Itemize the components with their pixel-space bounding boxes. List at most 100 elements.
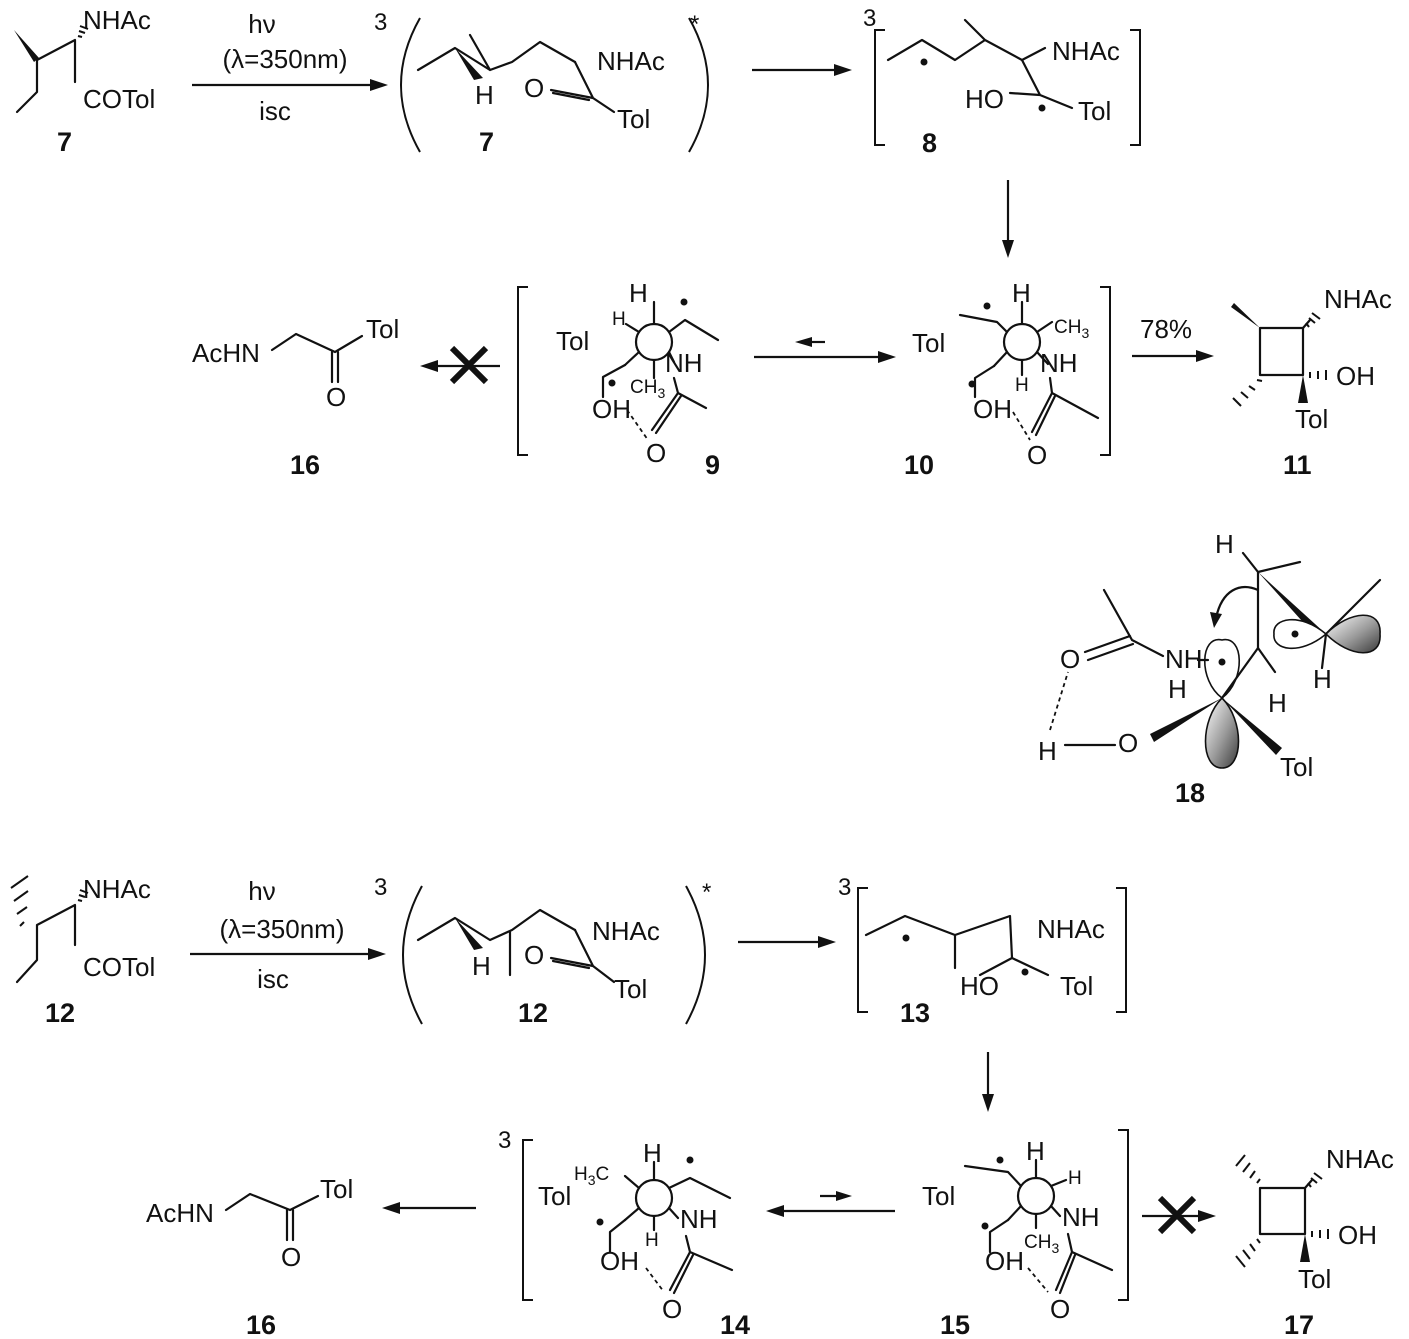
h-label: H: [643, 1138, 662, 1168]
excited-star: *: [702, 879, 711, 906]
h-label: H: [1068, 1168, 1082, 1189]
oh-label: OH: [1336, 361, 1375, 391]
isc-label: isc: [257, 964, 289, 994]
reaction-arrow-5: [738, 936, 836, 948]
compound-12-excited: 3 H NHAc O Tol * 12: [374, 874, 711, 1028]
tol-label: Tol: [1078, 96, 1111, 126]
o-label: O: [281, 1242, 301, 1272]
compound-number-12: 12: [518, 998, 548, 1028]
tol-label: Tol: [1060, 971, 1093, 1001]
compound-number-12: 12: [45, 998, 75, 1028]
ch3-label: CH3: [630, 377, 665, 401]
compound-number-13: 13: [900, 998, 930, 1028]
nhac-label: NHAc: [83, 874, 151, 904]
tol-label: Tol: [1280, 752, 1313, 782]
compound-16-top: AcHN Tol O 16: [192, 314, 399, 480]
equilibrium-arrow-9-10: [754, 337, 896, 363]
nh-label: NH: [1062, 1202, 1100, 1232]
cotol-label: COTol: [83, 952, 155, 982]
h-label: H: [1026, 1136, 1045, 1166]
triplet-label: 3: [374, 874, 387, 901]
o-label: O: [662, 1294, 682, 1324]
compound-number-15: 15: [940, 1310, 970, 1339]
reaction-arrow-3: [1002, 180, 1014, 258]
triplet-label: 3: [374, 9, 387, 36]
compound-9-newman: H H Tol NH CH3 OH O 9: [517, 278, 720, 480]
h-label: H: [475, 80, 494, 110]
compound-10-newman: H CH3 Tol NH H OH O 10: [904, 278, 1111, 480]
achn-label: AcHN: [192, 338, 260, 368]
compound-number-18: 18: [1175, 778, 1205, 808]
compound-16-bottom: AcHN Tol O 16: [146, 1174, 353, 1339]
compound-7-excited: 3 H NHAc O Tol * 7: [374, 9, 709, 157]
compound-number-7: 7: [479, 127, 494, 157]
o-label: O: [1027, 440, 1047, 470]
nh-label: NH: [665, 348, 703, 378]
oh-label: OH: [592, 394, 631, 424]
hv-label: hν: [248, 876, 275, 906]
nh-label: NH: [1165, 644, 1203, 674]
tol-label: Tol: [366, 314, 399, 344]
tol-label: Tol: [1298, 1264, 1331, 1294]
nh-label: NH: [680, 1204, 718, 1234]
o-label: O: [1050, 1294, 1070, 1324]
tol-label: Tol: [538, 1181, 571, 1211]
oh-label: OH: [973, 394, 1012, 424]
nhac-label: NHAc: [1037, 914, 1105, 944]
nh-label: NH: [1040, 348, 1078, 378]
compound-number-16: 16: [246, 1310, 276, 1339]
triplet-label: 3: [838, 874, 851, 901]
tol-label: Tol: [1295, 404, 1328, 434]
blocked-arrow-15-to-17: [1142, 1195, 1216, 1235]
triplet-label: 3: [498, 1127, 511, 1154]
nhac-label: NHAc: [592, 916, 660, 946]
compound-number-11: 11: [1283, 450, 1312, 480]
h-label: H: [1168, 674, 1187, 704]
compound-number-10: 10: [904, 450, 934, 480]
o-label: O: [1060, 644, 1080, 674]
h-label: H: [1268, 688, 1287, 718]
compound-17-cyclobutane: NHAc OH Tol 17: [1235, 1144, 1394, 1339]
compound-number-7: 7: [57, 127, 72, 157]
oh-label: OH: [1338, 1220, 1377, 1250]
compound-18-orbital-diagram: H H H Tol O H O NH H 18: [1038, 529, 1382, 808]
compound-number-17: 17: [1284, 1310, 1314, 1339]
reaction-arrow-10-to-11: 78%: [1132, 314, 1214, 362]
compound-number-9: 9: [705, 450, 720, 480]
wavelength-label: (λ=350nm): [220, 914, 345, 944]
isc-label: isc: [259, 96, 291, 126]
o-label: O: [524, 73, 544, 103]
o-label: O: [646, 438, 666, 468]
compound-14-newman: 3 H H3C Tol NH H OH O 14: [498, 1127, 750, 1339]
compound-11-cyclobutane: NHAc OH Tol 11: [1231, 284, 1392, 480]
h-label: H: [629, 278, 648, 308]
tol-label: Tol: [556, 326, 589, 356]
h-label: H: [1313, 664, 1332, 694]
h-label: H: [1038, 736, 1057, 766]
nhac-label: NHAc: [83, 5, 151, 35]
o-label: O: [1118, 728, 1138, 758]
reaction-arrow-14-to-16: [382, 1202, 476, 1214]
ch3-label: CH3: [1024, 1232, 1059, 1256]
compound-8-biradical: 3 NHAc HO Tol 8: [863, 5, 1141, 158]
reaction-arrow-2: [752, 64, 852, 76]
tol-label: Tol: [617, 104, 650, 134]
nhac-label: NHAc: [1324, 284, 1392, 314]
wavelength-label: (λ=350nm): [223, 44, 348, 74]
hv-label: hν: [248, 9, 275, 39]
compound-13-biradical: 3 NHAc HO Tol 13: [838, 874, 1127, 1028]
ho-label: HO: [965, 84, 1004, 114]
compound-12-start: NHAc COTol 12: [10, 874, 155, 1028]
o-label: O: [326, 382, 346, 412]
ch3-label: CH3: [1054, 317, 1089, 341]
o-label: O: [524, 940, 544, 970]
h-label: H: [612, 309, 626, 330]
equilibrium-arrow-14-15: [766, 1191, 895, 1217]
h-label: H: [472, 951, 491, 981]
h-label: H: [1215, 529, 1234, 559]
compound-15-newman: H H Tol NH CH3 OH O 15: [922, 1129, 1129, 1339]
triplet-label: 3: [863, 5, 876, 32]
oh-label: OH: [600, 1246, 639, 1276]
nhac-label: NHAc: [1326, 1144, 1394, 1174]
